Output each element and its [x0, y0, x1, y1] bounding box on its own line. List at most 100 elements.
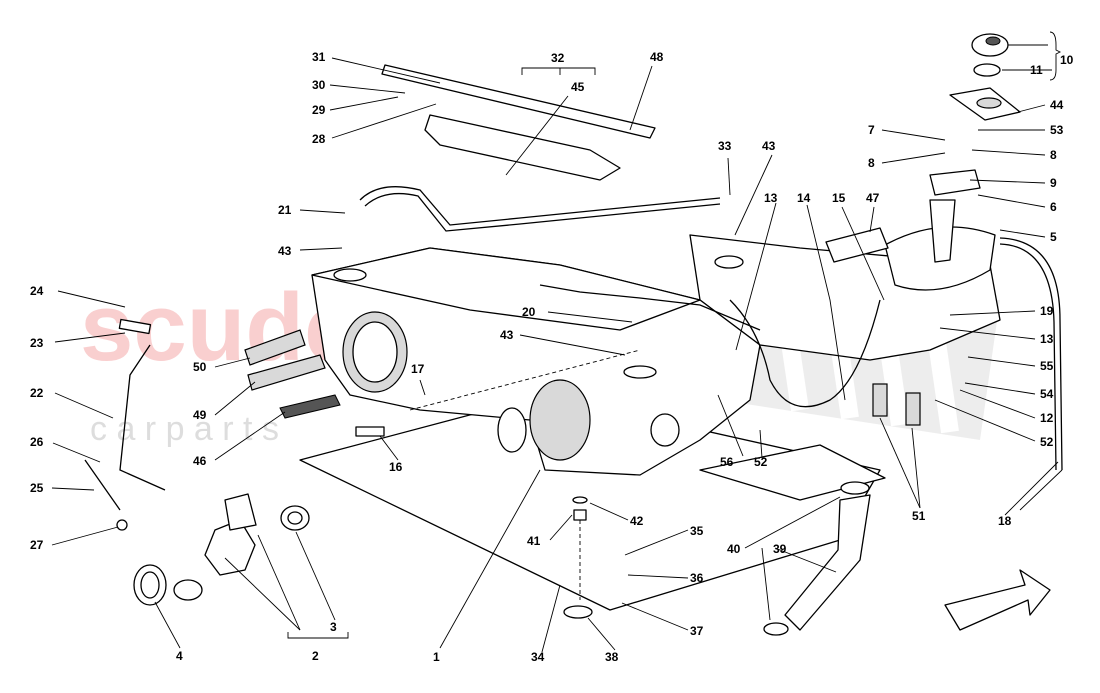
foam-pad-50	[244, 329, 306, 366]
label-8-left: 8	[868, 156, 875, 170]
label-54: 54	[1040, 387, 1054, 401]
label-35: 35	[690, 524, 704, 538]
tank-port	[497, 407, 527, 453]
tank-boss-right	[714, 255, 744, 269]
drain-hose-inner	[999, 243, 1057, 471]
label-33: 33	[718, 139, 732, 153]
filler-gasket-hole	[976, 97, 1002, 109]
direction-arrow-icon	[944, 569, 1051, 631]
hose-clamp-40b	[763, 622, 789, 636]
canister	[424, 114, 621, 181]
label-27: 27	[30, 538, 44, 552]
foam-pad-46	[279, 394, 341, 419]
bracket-32	[521, 67, 596, 75]
label-15: 15	[832, 191, 846, 205]
part-number-labels: 1 2 3 4 5 6 7 8 8 9 10 11 12 13 13 14 15…	[30, 50, 1074, 664]
label-8-right: 8	[1050, 148, 1057, 162]
float	[173, 579, 203, 601]
label-31: 31	[312, 50, 326, 64]
label-9: 9	[1050, 176, 1057, 190]
label-21: 21	[278, 203, 292, 217]
label-1: 1	[433, 650, 440, 664]
label-3: 3	[330, 620, 337, 634]
rod-25	[84, 459, 121, 511]
fitting-23	[118, 318, 152, 335]
mounting-bracket-48	[381, 64, 656, 139]
label-11: 11	[1030, 63, 1043, 77]
label-51: 51	[912, 509, 926, 523]
label-43-right: 43	[762, 139, 776, 153]
label-6: 6	[1050, 200, 1057, 214]
fuel-tank-top	[311, 247, 701, 331]
label-23: 23	[30, 336, 44, 350]
label-2: 2	[312, 649, 319, 663]
fuel-cap-logo	[985, 36, 1001, 46]
label-20: 20	[522, 305, 536, 319]
leader-lines	[51, 44, 1063, 653]
label-48: 48	[650, 50, 664, 64]
bracket-10	[1049, 31, 1062, 81]
pad-51b	[905, 392, 921, 426]
tank-opening-left-inner	[352, 321, 398, 383]
label-39: 39	[773, 542, 787, 556]
label-10: 10	[1060, 53, 1074, 67]
grommet-38	[563, 605, 593, 619]
label-43-center: 43	[500, 328, 514, 342]
bracket-3	[287, 632, 349, 639]
sender-top	[224, 493, 257, 531]
label-42: 42	[630, 514, 644, 528]
label-40: 40	[727, 542, 741, 556]
sender-gasket-3-inner	[287, 511, 303, 525]
label-12: 12	[1040, 411, 1054, 425]
sender-ring-4-inner	[140, 571, 160, 599]
vent-line-mid	[539, 284, 761, 331]
label-34: 34	[531, 650, 545, 664]
vent-line-upper	[359, 186, 721, 226]
label-49: 49	[193, 408, 207, 422]
nut-27	[116, 519, 128, 531]
label-32: 32	[551, 51, 565, 65]
label-17: 17	[411, 362, 425, 376]
short-hose	[825, 227, 889, 263]
filler-neck	[929, 199, 956, 263]
label-13-top: 13	[764, 191, 778, 205]
tank-side-port	[650, 413, 680, 447]
vent-line-upper-2	[364, 192, 721, 232]
label-19: 19	[1040, 304, 1054, 318]
label-25: 25	[30, 481, 44, 495]
filler-hose-39	[784, 494, 871, 631]
label-7: 7	[868, 123, 875, 137]
pad-51a	[872, 383, 888, 417]
base-plate-rear	[699, 444, 886, 501]
vent-line-right	[729, 299, 881, 408]
label-38: 38	[605, 650, 619, 664]
label-5: 5	[1050, 230, 1057, 244]
label-37: 37	[690, 624, 704, 638]
label-55: 55	[1040, 359, 1054, 373]
label-28: 28	[312, 132, 326, 146]
label-14: 14	[797, 191, 811, 205]
center-line-plate	[409, 349, 641, 411]
label-47: 47	[866, 191, 880, 205]
hose-clamp-40a	[840, 481, 870, 495]
label-45: 45	[571, 80, 585, 94]
label-56: 56	[720, 455, 734, 469]
label-22: 22	[30, 386, 44, 400]
label-43-left: 43	[278, 244, 292, 258]
drain-hose	[999, 237, 1063, 471]
tank-boss-center	[623, 365, 657, 379]
label-36: 36	[690, 571, 704, 585]
label-26: 26	[30, 435, 44, 449]
label-24: 24	[30, 284, 44, 298]
label-53: 53	[1050, 123, 1064, 137]
label-44: 44	[1050, 98, 1064, 112]
rod-22	[119, 344, 166, 491]
label-16: 16	[389, 460, 403, 474]
label-18: 18	[998, 514, 1012, 528]
label-29: 29	[312, 103, 326, 117]
label-13-right: 13	[1040, 332, 1054, 346]
plug-41	[573, 509, 587, 521]
label-41: 41	[527, 534, 541, 548]
